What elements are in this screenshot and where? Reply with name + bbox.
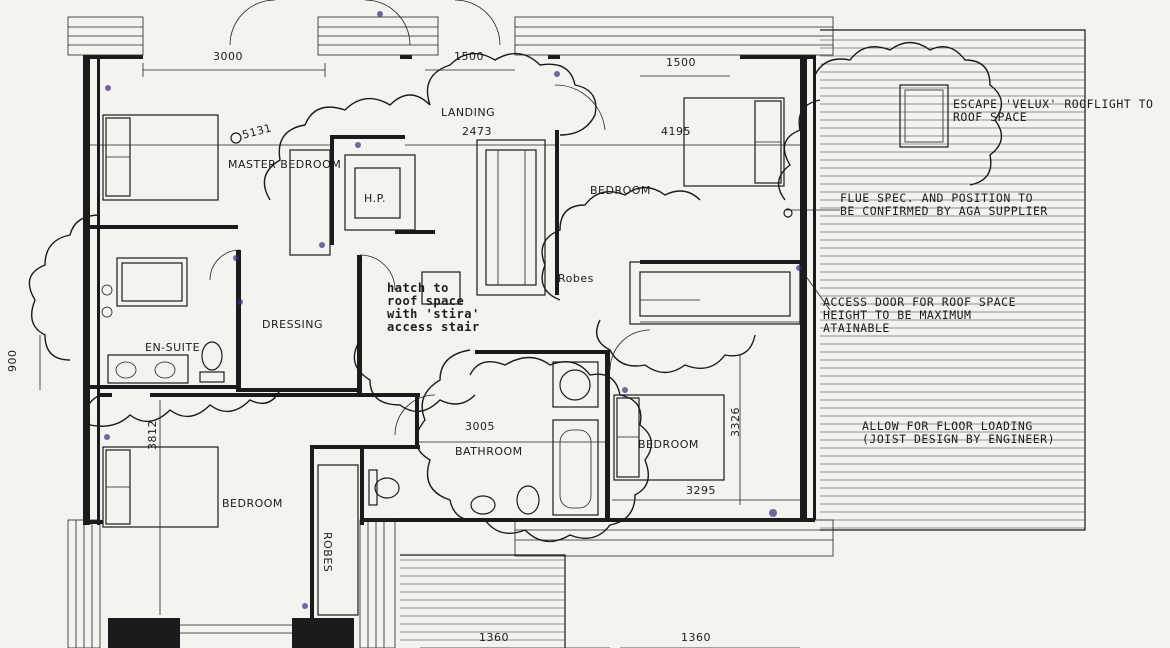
room-label-bedroom-ne: BEDROOM (590, 184, 651, 197)
note-hatch-line-3: with 'stira' (387, 307, 480, 321)
room-label-en-suite: EN-SUITE (145, 341, 201, 354)
dim-2473: 2473 (462, 125, 492, 138)
dim-3000: 3000 (213, 50, 243, 63)
leader-lines (230, 132, 840, 323)
room-label-robes-sw: ROBES (321, 532, 334, 573)
note-floor-loading: ALLOW FOR FLOOR LOADING (JOIST DESIGN BY… (862, 420, 1055, 446)
cupboards (289, 149, 801, 616)
room-label-bedroom-sw: BEDROOM (222, 497, 283, 510)
roof-outline (400, 29, 1086, 648)
dim-1360-right: 1360 (681, 631, 711, 644)
beds (102, 97, 785, 528)
note-floor-line-1: ALLOW FOR FLOOR LOADING (862, 419, 1033, 433)
note-flue-line-1: FLUE SPEC. AND POSITION TO (840, 191, 1034, 205)
sanitary-fittings (101, 257, 599, 516)
room-label-landing: LANDING (441, 106, 496, 119)
note-hatch-line-1: hatch to (387, 281, 449, 295)
note-velux-line-2: ROOF SPACE (953, 110, 1028, 124)
velux-rooflight (899, 84, 949, 148)
internal-walls (88, 130, 800, 645)
dim-4195: 4195 (661, 125, 691, 138)
note-flue-line-2: BE CONFIRMED BY AGA SUPPLIER (840, 204, 1048, 218)
room-label-bedroom-se: BEDROOM (638, 438, 699, 451)
note-floor-line-2: (JOIST DESIGN BY ENGINEER) (862, 432, 1056, 446)
room-label-robes-ne: Robes (558, 272, 594, 285)
markup-dots (104, 11, 802, 609)
dim-3295: 3295 (686, 484, 716, 497)
room-label-bathroom: BATHROOM (455, 445, 523, 458)
note-flue: FLUE SPEC. AND POSITION TO BE CONFIRMED … (840, 192, 1048, 218)
dimension-lines (39, 63, 800, 648)
note-access-line-1: ACCESS DOOR FOR ROOF SPACE (823, 295, 1017, 309)
room-label-dressing: DRESSING (262, 318, 324, 331)
note-access: ACCESS DOOR FOR ROOF SPACE HEIGHT TO BE … (823, 296, 1016, 335)
dim-1500-bedroom: 1500 (666, 56, 696, 69)
door-swings (209, 0, 651, 436)
room-label-hp: H.P. (364, 192, 386, 205)
dim-3812: 3812 (146, 420, 159, 450)
note-hatch: hatch to roof space with 'stira' access … (387, 282, 480, 334)
note-access-line-3: ATAINABLE (823, 321, 890, 335)
dim-3326: 3326 (729, 407, 742, 437)
note-hatch-line-4: access stair (387, 320, 480, 334)
dim-1500-landing: 1500 (454, 50, 484, 63)
revision-clouds (28, 41, 1003, 543)
roof-hatching (400, 39, 1085, 641)
dim-1360-left: 1360 (479, 631, 509, 644)
room-label-master-bedroom: MASTER BEDROOM (228, 158, 342, 171)
note-hatch-line-2: roof space (387, 294, 465, 308)
window-sills (67, 16, 834, 648)
note-velux: ESCAPE 'VELUX' ROOFLIGHT TO ROOF SPACE (953, 98, 1153, 124)
note-velux-line-1: ESCAPE 'VELUX' ROOFLIGHT TO (953, 97, 1154, 111)
note-access-line-2: HEIGHT TO BE MAXIMUM (823, 308, 972, 322)
dim-900: 900 (6, 349, 19, 373)
staircase (476, 139, 546, 296)
dim-3005: 3005 (465, 420, 495, 433)
hatch-box (421, 271, 461, 305)
